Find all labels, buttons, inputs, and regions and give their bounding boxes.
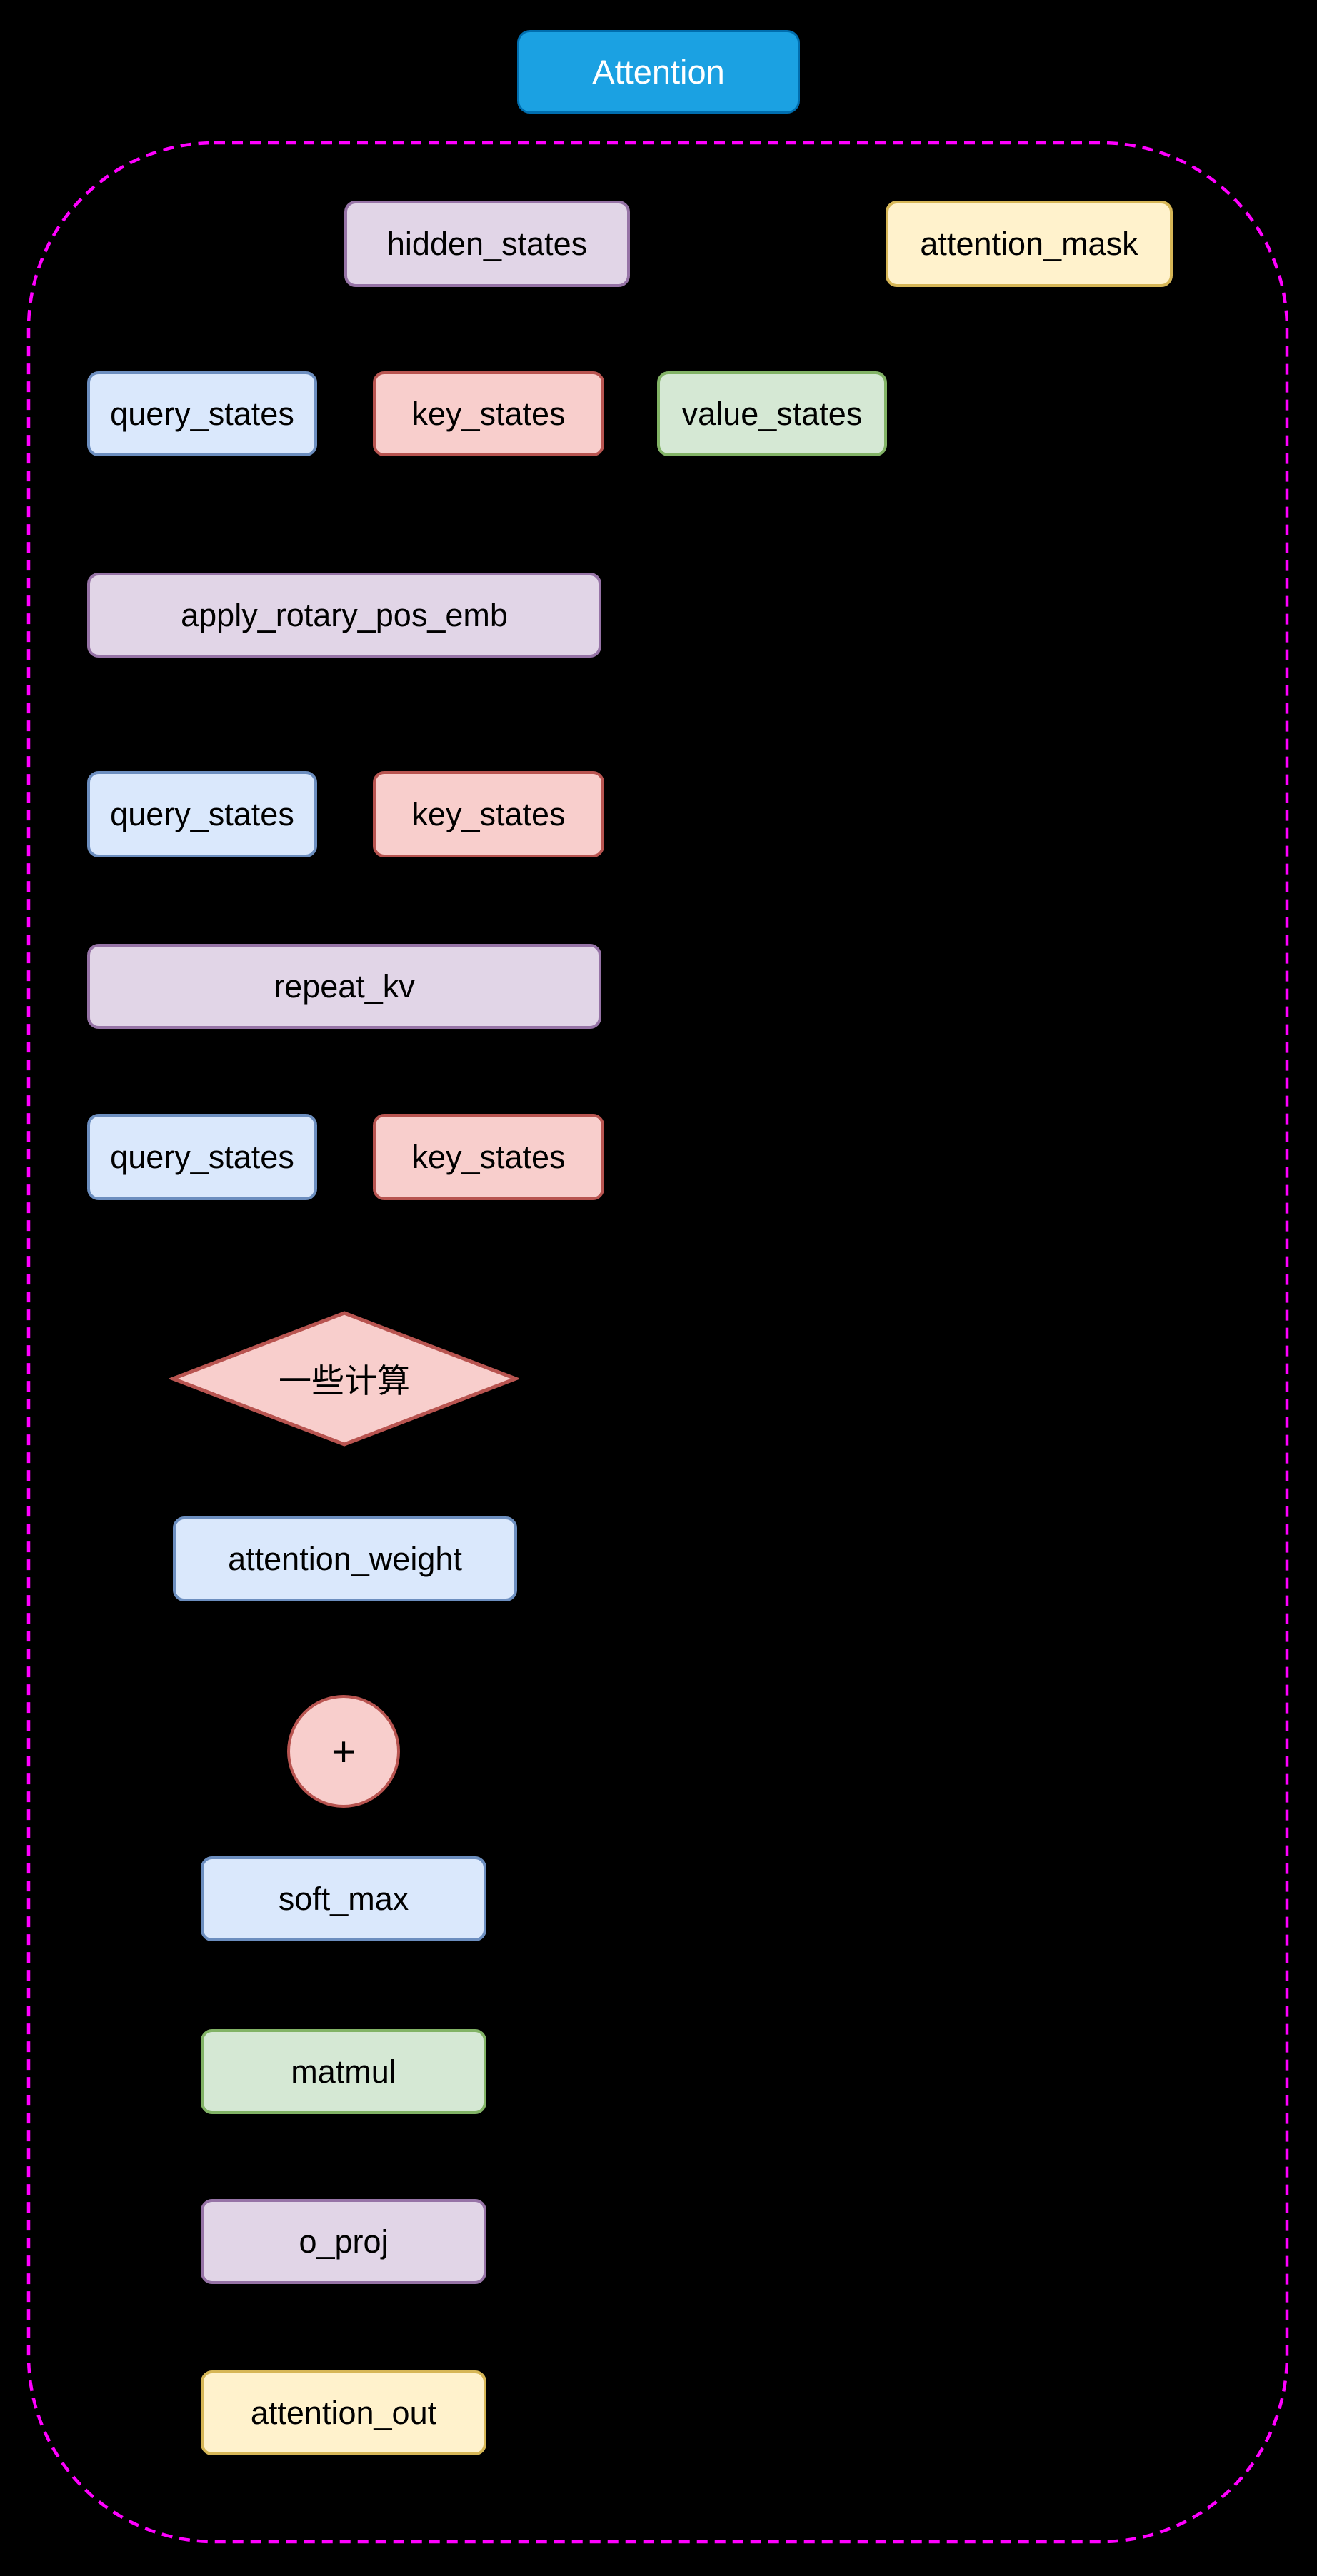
node-key-states-1: key_states <box>373 371 604 456</box>
node-matmul: matmul <box>201 2029 486 2114</box>
node-label: o_proj <box>299 2223 389 2260</box>
node-label: query_states <box>110 1138 294 1175</box>
node-label: attention_mask <box>920 225 1138 262</box>
node-query-states-2: query_states <box>87 771 317 857</box>
node-label: query_states <box>110 395 294 432</box>
node-label: hidden_states <box>386 225 588 262</box>
node-apply-rotary-pos-emb: apply_rotary_pos_emb <box>87 573 601 658</box>
diamond-label: 一些计算 <box>279 1362 410 1399</box>
node-soft-max: soft_max <box>201 1856 486 1941</box>
node-query-states-1: query_states <box>87 371 317 456</box>
decision-diamond-some-computation: 一些计算 <box>169 1310 519 1447</box>
node-attention-weight: attention_weight <box>173 1516 517 1601</box>
title-label: Attention <box>592 53 725 91</box>
diamond-polygon <box>169 1311 519 1447</box>
diamond-shape <box>169 1311 519 1447</box>
node-repeat-kv: repeat_kv <box>87 944 601 1029</box>
node-label: value_states <box>681 395 863 432</box>
node-query-states-3: query_states <box>87 1114 317 1200</box>
node-label: key_states <box>411 395 566 432</box>
node-label: soft_max <box>278 1880 409 1917</box>
plus-circle-node: + <box>287 1695 400 1808</box>
plus-label: + <box>331 1728 356 1775</box>
node-label: key_states <box>411 795 566 832</box>
title-attention: Attention <box>517 30 800 114</box>
node-attention-mask: attention_mask <box>886 201 1173 287</box>
node-attention-out: attention_out <box>201 2370 486 2455</box>
node-label: attention_weight <box>228 1540 462 1577</box>
node-label: query_states <box>110 795 294 832</box>
node-key-states-3: key_states <box>373 1114 604 1200</box>
node-label: key_states <box>411 1138 566 1175</box>
node-label: apply_rotary_pos_emb <box>181 596 508 633</box>
node-value-states: value_states <box>657 371 887 456</box>
node-o-proj: o_proj <box>201 2199 486 2284</box>
node-hidden-states: hidden_states <box>344 201 630 287</box>
node-label: matmul <box>291 2053 396 2090</box>
node-label: attention_out <box>250 2394 437 2431</box>
node-label: repeat_kv <box>274 967 415 1005</box>
node-key-states-2: key_states <box>373 771 604 857</box>
